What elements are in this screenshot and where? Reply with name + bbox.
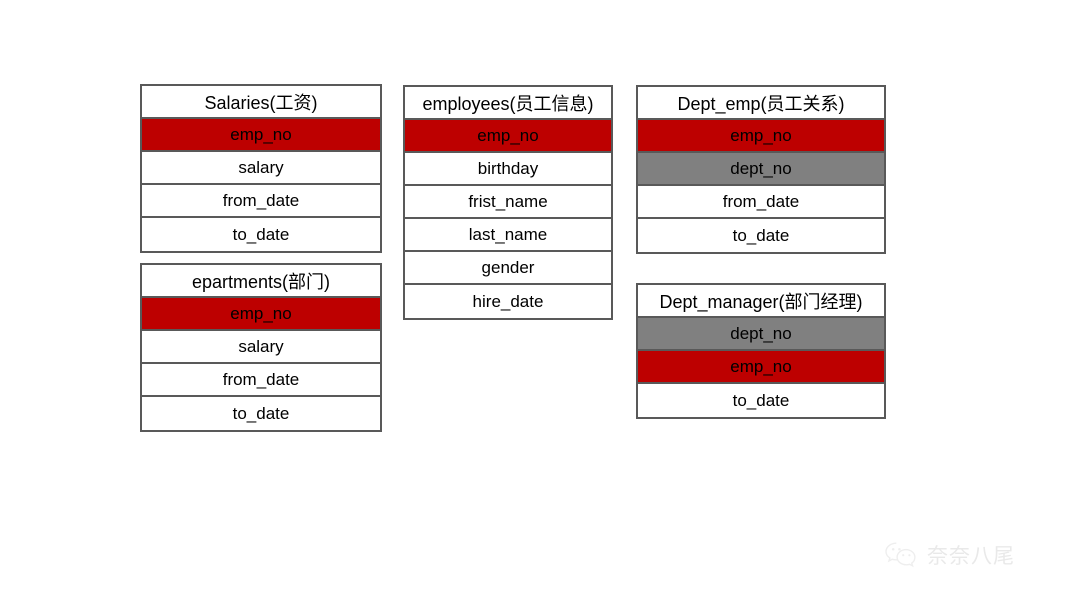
er-field-emp-no: emp_no bbox=[638, 120, 884, 153]
watermark: 奈奈八尾 bbox=[884, 540, 1015, 570]
er-table-employees: employees(员工信息) emp_no birthday frist_na… bbox=[403, 85, 613, 320]
er-field-from-date: from_date bbox=[142, 364, 380, 397]
er-field-frist-name: frist_name bbox=[405, 186, 611, 219]
er-field-emp-no: emp_no bbox=[638, 351, 884, 384]
er-field-birthday: birthday bbox=[405, 153, 611, 186]
er-field-hire-date: hire_date bbox=[405, 285, 611, 318]
er-field-salary: salary bbox=[142, 331, 380, 364]
er-field-from-date: from_date bbox=[638, 186, 884, 219]
er-field-to-date: to_date bbox=[638, 384, 884, 417]
er-field-from-date: from_date bbox=[142, 185, 380, 218]
er-table-title: Dept_emp(员工关系) bbox=[638, 87, 884, 120]
er-field-emp-no: emp_no bbox=[142, 119, 380, 152]
er-field-dept-no: dept_no bbox=[638, 153, 884, 186]
watermark-text: 奈奈八尾 bbox=[927, 544, 1015, 568]
er-field-to-date: to_date bbox=[142, 218, 380, 251]
er-field-to-date: to_date bbox=[638, 219, 884, 252]
er-field-salary: salary bbox=[142, 152, 380, 185]
er-field-to-date: to_date bbox=[142, 397, 380, 430]
er-table-dept-emp: Dept_emp(员工关系) emp_no dept_no from_date … bbox=[636, 85, 886, 254]
er-field-last-name: last_name bbox=[405, 219, 611, 252]
er-table-salaries: Salaries(工资) emp_no salary from_date to_… bbox=[140, 84, 382, 253]
er-table-title: Dept_manager(部门经理) bbox=[638, 285, 884, 318]
er-field-emp-no: emp_no bbox=[142, 298, 380, 331]
er-table-departments: epartments(部门) emp_no salary from_date t… bbox=[140, 263, 382, 432]
er-field-emp-no: emp_no bbox=[405, 120, 611, 153]
er-field-gender: gender bbox=[405, 252, 611, 285]
er-table-title: epartments(部门) bbox=[142, 265, 380, 298]
wechat-icon bbox=[884, 541, 918, 569]
er-field-dept-no: dept_no bbox=[638, 318, 884, 351]
er-table-title: employees(员工信息) bbox=[405, 87, 611, 120]
er-table-dept-manager: Dept_manager(部门经理) dept_no emp_no to_dat… bbox=[636, 283, 886, 419]
er-table-title: Salaries(工资) bbox=[142, 86, 380, 119]
